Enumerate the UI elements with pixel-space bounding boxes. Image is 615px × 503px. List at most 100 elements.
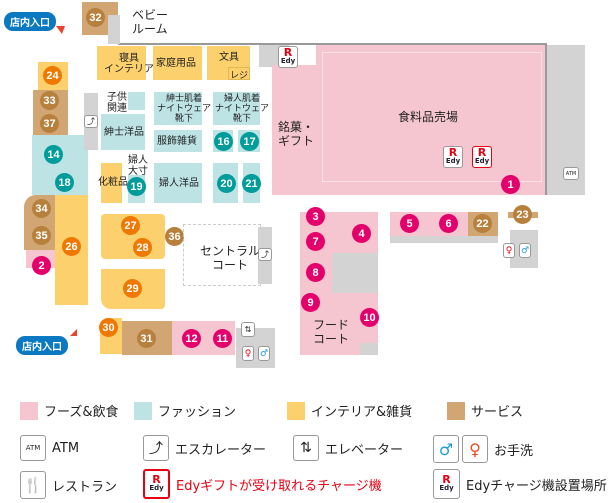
legend-elevator: ⇅エレベーター bbox=[293, 435, 403, 461]
area-fujin-hadagi[interactable] bbox=[213, 92, 260, 125]
elevator-icon: ⇅ bbox=[241, 322, 255, 337]
shop-badge-5[interactable]: 5 bbox=[400, 214, 419, 233]
legend-food: フーズ&飲食 bbox=[20, 401, 119, 420]
legend-label: エレベーター bbox=[325, 442, 404, 458]
legend-fashion: ファッション bbox=[134, 401, 236, 420]
shop-badge-37[interactable]: 37 bbox=[40, 114, 59, 133]
area-shinshi-yohin[interactable] bbox=[101, 114, 145, 150]
food-aisle bbox=[322, 52, 542, 182]
shop-badge-7[interactable]: 7 bbox=[306, 232, 325, 251]
back-area bbox=[390, 236, 498, 243]
shop-badge-8[interactable]: 8 bbox=[306, 263, 325, 282]
central-court-label: セントラル コート bbox=[200, 244, 261, 272]
shop-badge-11[interactable]: 11 bbox=[213, 329, 232, 348]
wall bbox=[118, 43, 546, 45]
shop-badge-22[interactable]: 22 bbox=[473, 214, 492, 233]
shop-badge-23[interactable]: 23 bbox=[513, 205, 532, 224]
shop-badge-31[interactable]: 31 bbox=[137, 329, 156, 348]
male-toilet-icon: ♂ bbox=[258, 346, 270, 361]
shop-badge-30[interactable]: 30 bbox=[99, 318, 118, 337]
shop-badge-1[interactable]: 1 bbox=[501, 175, 520, 194]
area-katei[interactable] bbox=[153, 46, 202, 80]
register-label: レジ bbox=[228, 67, 250, 81]
area-food-market[interactable] bbox=[316, 45, 545, 70]
shinshi-hadagi-label: 紳士肌着 ナイトウェア 靴下 bbox=[157, 94, 212, 124]
legend-label: エスカレーター bbox=[175, 442, 267, 458]
shop-badge-9[interactable]: 9 bbox=[301, 293, 320, 312]
shop-badge-34[interactable]: 34 bbox=[32, 199, 51, 218]
escalator-icon: ⤴ bbox=[143, 435, 169, 461]
keshohin-label: 化粧品 bbox=[98, 177, 128, 188]
shop-badge-33[interactable]: 33 bbox=[40, 91, 59, 110]
entrance-arrow-icon bbox=[56, 26, 65, 34]
fukushoku-label: 服飾雑貨 bbox=[157, 136, 197, 147]
shop-badge-26[interactable]: 26 bbox=[62, 237, 81, 256]
food-market-label: 食料品売場 bbox=[398, 110, 459, 124]
shop-badge-27[interactable]: 27 bbox=[121, 216, 140, 235]
katei-label: 家庭用品 bbox=[156, 58, 196, 69]
food-court-label: フード コート bbox=[313, 318, 350, 346]
shop-badge-18[interactable]: 18 bbox=[55, 173, 74, 192]
female-toilet-icon: ♀ bbox=[242, 346, 254, 361]
entrance-label-top[interactable]: 店内入口 bbox=[4, 12, 56, 31]
entrance-label-bottom[interactable]: 店内入口 bbox=[16, 336, 68, 355]
male-toilet-icon: ♂ bbox=[519, 243, 531, 258]
legend-service: サービス bbox=[447, 401, 523, 420]
swatch bbox=[447, 401, 465, 420]
legend-label: ATM bbox=[52, 440, 80, 456]
legend-toilet: ♂♀お手洗 bbox=[433, 435, 533, 463]
shop-badge-36[interactable]: 36 bbox=[165, 227, 184, 246]
male-toilet-icon: ♂ bbox=[433, 435, 459, 463]
swatch bbox=[287, 401, 305, 420]
back-area bbox=[332, 253, 378, 293]
area-meika-gift[interactable] bbox=[272, 65, 545, 195]
shop-badge-12[interactable]: 12 bbox=[182, 329, 201, 348]
atm-icon: ATM bbox=[563, 167, 579, 180]
shop-badge-2[interactable]: 2 bbox=[32, 256, 51, 275]
shop-badge-35[interactable]: 35 bbox=[32, 226, 51, 245]
shop-badge-29[interactable]: 29 bbox=[123, 279, 142, 298]
area-keshohin[interactable] bbox=[101, 163, 122, 203]
shop-badge-21[interactable]: 21 bbox=[242, 174, 261, 193]
shingu-label: 寝具 インテリア bbox=[104, 53, 154, 75]
back-area bbox=[360, 343, 378, 355]
female-toilet-icon: ♀ bbox=[503, 243, 515, 258]
area-fujin-yohin[interactable] bbox=[154, 163, 202, 203]
shop-badge-20[interactable]: 20 bbox=[217, 174, 236, 193]
area-kodomo[interactable] bbox=[128, 92, 145, 110]
atm-icon: ATM bbox=[20, 435, 46, 461]
legend-atm: ATM ATM bbox=[20, 435, 79, 461]
shop-badge-17[interactable]: 17 bbox=[240, 132, 259, 151]
shop-badge-14[interactable]: 14 bbox=[44, 145, 63, 164]
legend-label: インテリア&雑貨 bbox=[311, 405, 413, 420]
entrance-arrow-icon bbox=[70, 329, 77, 336]
fujin-hadagi-label: 婦人肌着 ナイトウェア 靴下 bbox=[215, 94, 270, 124]
shop-badge-3[interactable]: 3 bbox=[306, 207, 325, 226]
baby-room-area[interactable] bbox=[108, 15, 120, 44]
shop-badge-10[interactable]: 10 bbox=[360, 308, 379, 327]
legend-label: フーズ&飲食 bbox=[44, 405, 119, 420]
area-fukushoku[interactable] bbox=[154, 130, 202, 152]
bungu-label: 文具 bbox=[219, 52, 239, 63]
area-foodcourt[interactable] bbox=[332, 293, 360, 355]
shop-badge-24[interactable]: 24 bbox=[43, 66, 62, 85]
area-shinshi-hadagi[interactable] bbox=[154, 92, 202, 125]
shop-badge-6[interactable]: 6 bbox=[439, 214, 458, 233]
shop-badge-32[interactable]: 32 bbox=[86, 8, 105, 27]
fujin-yohin-label: 婦人洋品 bbox=[159, 178, 199, 189]
area-shingu[interactable] bbox=[97, 46, 146, 80]
shop-badge-28[interactable]: 28 bbox=[133, 238, 152, 257]
meika-gift-label: 銘菓・ ギフト bbox=[278, 120, 315, 148]
shop-badge-16[interactable]: 16 bbox=[214, 132, 233, 151]
shop-badge-4[interactable]: 4 bbox=[352, 224, 371, 243]
fork-knife-icon: 🍴 bbox=[20, 471, 46, 499]
legend-label: Edyチャージ機設置場所 bbox=[466, 478, 607, 494]
escalator-icon: ⤴ bbox=[84, 115, 98, 128]
shop-badge-19[interactable]: 19 bbox=[127, 177, 146, 196]
legend-label: お手洗 bbox=[494, 443, 534, 459]
swatch bbox=[134, 401, 152, 420]
